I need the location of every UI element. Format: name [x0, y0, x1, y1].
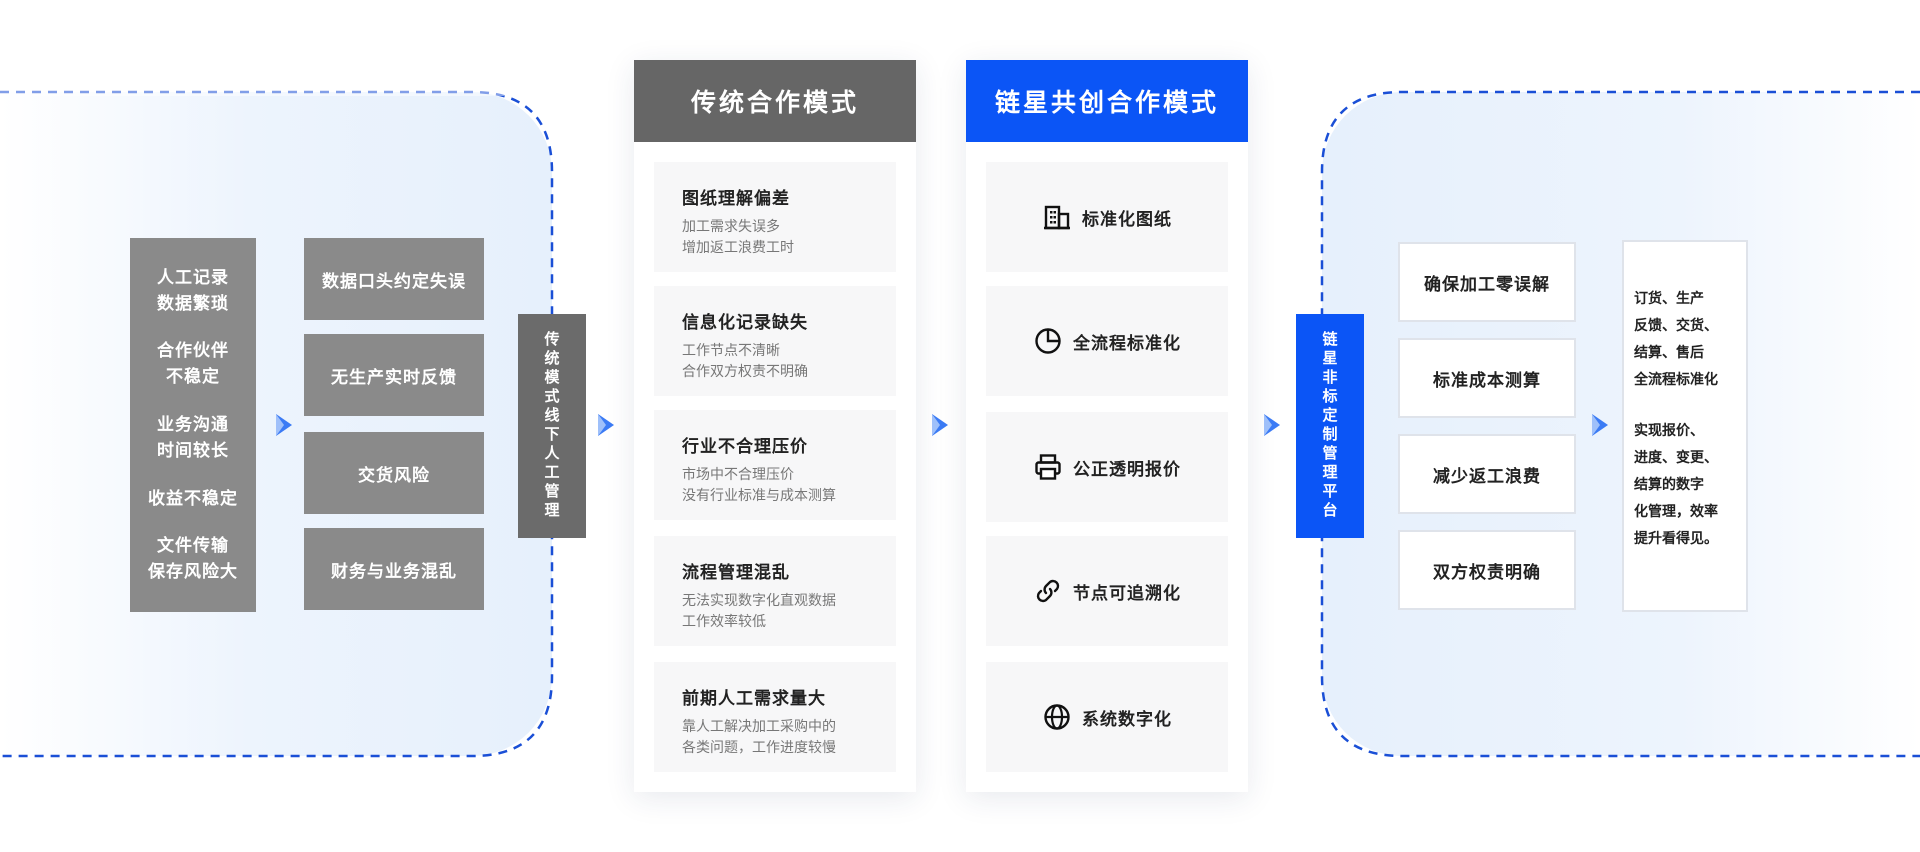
building-icon: [1044, 205, 1070, 230]
linkstar-mode-title: 链星共创合作模式: [966, 60, 1248, 142]
problem-item: 业务沟通 时间较长: [157, 414, 229, 461]
linkstar-item: 系统数字化: [986, 662, 1228, 772]
traditional-item-title: 前期人工需求量大: [682, 689, 826, 709]
traditional-mode-title: 传统合作模式: [634, 60, 916, 142]
traditional-item-title: 图纸理解偏差: [682, 189, 790, 209]
issue-box: 财务与业务混乱: [304, 528, 484, 610]
arrow-right-icon: [1592, 414, 1608, 436]
arrow-right-icon: [598, 414, 614, 436]
link-icon: [1036, 579, 1060, 603]
benefit-box: 减少返工浪费: [1398, 434, 1576, 514]
traditional-item-desc: 无法实现数字化直观数据 工作效率较低: [682, 593, 836, 630]
platform-label-text: 链星非标定制管理平台: [1320, 331, 1339, 521]
traditional-mode-label-text: 传统模式线下人工管理: [542, 331, 561, 521]
traditional-item-desc: 加工需求失误多 增加返工浪费工时: [682, 219, 794, 256]
issue-box: 交货风险: [304, 432, 484, 514]
platform-label: 链星非标定制管理平台: [1296, 314, 1364, 538]
linkstar-item-label: 系统数字化: [1082, 709, 1172, 730]
arrow-right-icon: [276, 414, 292, 436]
traditional-item: 图纸理解偏差 加工需求失误多 增加返工浪费工时: [654, 162, 896, 272]
traditional-item: 信息化记录缺失 工作节点不清晰 合作双方权责不明确: [654, 286, 896, 396]
linkstar-item: 公正透明报价: [986, 412, 1228, 522]
benefit-box: 确保加工零误解: [1398, 242, 1576, 322]
linkstar-item-label: 公正透明报价: [1073, 459, 1181, 480]
benefit-box: 双方权责明确: [1398, 530, 1576, 610]
traditional-item: 流程管理混乱 无法实现数字化直观数据 工作效率较低: [654, 536, 896, 646]
linkstar-item-label: 标准化图纸: [1082, 209, 1172, 230]
printer-icon: [1035, 454, 1061, 480]
outcome-notes: 订货、生产 反馈、交货、 结算、售后 全流程标准化 实现报价、 进度、变更、 结…: [1622, 240, 1748, 612]
problem-item: 收益不稳定: [148, 488, 238, 509]
traditional-item-title: 行业不合理压价: [682, 437, 808, 457]
traditional-mode-label: 传统模式线下人工管理: [518, 314, 586, 538]
traditional-item: 前期人工需求量大 靠人工解决加工采购中的 各类问题，工作进度较慢: [654, 662, 896, 772]
traditional-item-desc: 靠人工解决加工采购中的 各类问题，工作进度较慢: [682, 719, 836, 756]
benefit-box: 标准成本测算: [1398, 338, 1576, 418]
right-zone-background: [1322, 92, 1920, 756]
linkstar-mode-card: 链星共创合作模式 标准化图纸 全流程标准化: [966, 60, 1248, 792]
linkstar-item-label: 全流程标准化: [1073, 333, 1181, 354]
problem-item: 合作伙伴 不稳定: [157, 341, 229, 388]
outcome-note: 订货、生产 反馈、交货、 结算、售后 全流程标准化: [1634, 291, 1718, 388]
traditional-item-title: 信息化记录缺失: [682, 313, 808, 333]
pie-chart-icon: [1035, 328, 1061, 354]
traditional-item-desc: 工作节点不清晰 合作双方权责不明确: [682, 343, 808, 380]
outcome-note: 实现报价、 进度、变更、 结算的数字 化管理，效率 提升看得见。: [1634, 423, 1718, 547]
problem-item: 文件传输 保存风险大: [148, 536, 238, 583]
linkstar-item: 全流程标准化: [986, 286, 1228, 396]
issue-box: 数据口头约定失误: [304, 238, 484, 320]
problem-item: 人工记录 数据繁琐: [157, 267, 229, 314]
linkstar-item: 节点可追溯化: [986, 536, 1228, 646]
problem-column: 人工记录 数据繁琐 合作伙伴 不稳定 业务沟通 时间较长 收益不稳定 文件传输 …: [130, 238, 256, 612]
traditional-item-desc: 市场中不合理压价 没有行业标准与成本测算: [682, 467, 836, 504]
traditional-item-title: 流程管理混乱: [682, 563, 790, 583]
linkstar-item-label: 节点可追溯化: [1073, 583, 1181, 604]
traditional-item: 行业不合理压价 市场中不合理压价 没有行业标准与成本测算: [654, 410, 896, 520]
linkstar-item: 标准化图纸: [986, 162, 1228, 272]
traditional-mode-card: 传统合作模式 图纸理解偏差 加工需求失误多 增加返工浪费工时 信息化记录缺失 工…: [634, 60, 916, 792]
issue-box: 无生产实时反馈: [304, 334, 484, 416]
globe-icon: [1044, 704, 1070, 730]
arrow-right-icon: [932, 414, 948, 436]
arrow-right-icon: [1264, 414, 1280, 436]
